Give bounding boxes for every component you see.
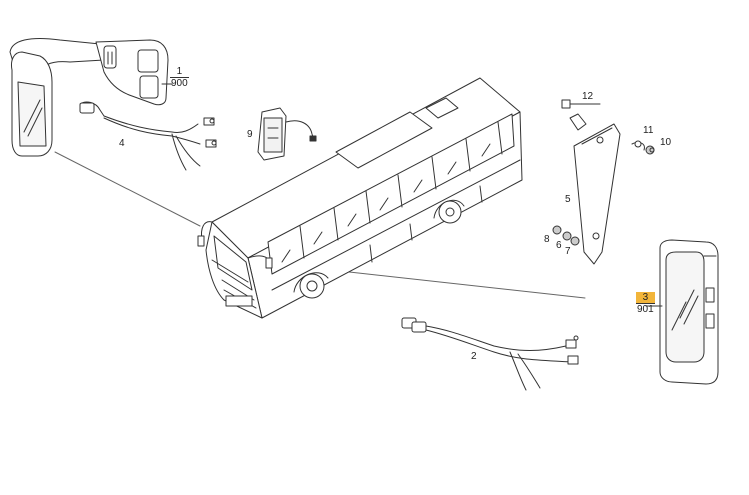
- callout-11: 11: [643, 125, 654, 136]
- callout-10: 10: [660, 137, 672, 148]
- callout-8: 8: [544, 234, 550, 245]
- callout-2: 2: [471, 351, 477, 362]
- bus-illustration: [197, 77, 523, 319]
- right-mirror-assembly: [659, 239, 719, 385]
- mirror-bracket-5: [552, 99, 655, 265]
- control-unit-9: [257, 107, 317, 161]
- cable-harness-4: [79, 101, 217, 171]
- callout-7: 7: [565, 246, 571, 257]
- callout-4: 4: [119, 138, 125, 149]
- callout-1-ref: 900: [171, 78, 188, 89]
- callout-3: 3 901: [636, 292, 655, 315]
- callout-12: 12: [582, 91, 594, 102]
- leader-line-mirror-left: [54, 151, 201, 227]
- callout-3-item: 3: [636, 292, 655, 304]
- callout-1-item: 1: [170, 66, 189, 78]
- callout-5: 5: [565, 194, 571, 205]
- callout-1: 1 900: [170, 66, 189, 89]
- callout-6: 6: [556, 240, 562, 251]
- callout-3-ref: 901: [637, 304, 654, 315]
- cable-harness-2: [401, 317, 579, 391]
- left-mirror-assembly: [9, 38, 169, 157]
- callout-9: 9: [247, 129, 253, 140]
